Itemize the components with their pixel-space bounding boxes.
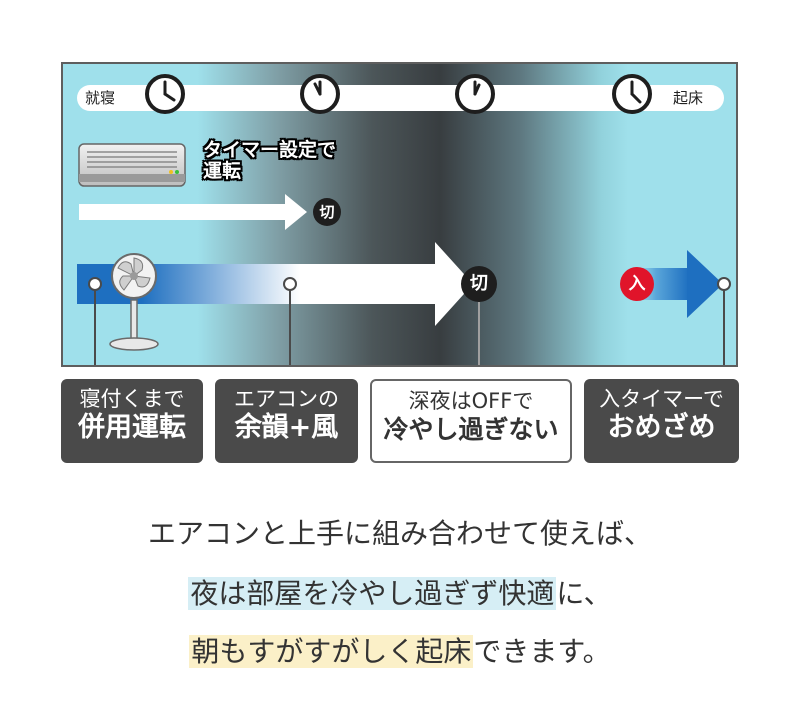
step-box-2-line1: エアコンの — [234, 387, 339, 411]
step-box-4-line2: おめざめ — [607, 412, 716, 443]
clock-icon — [300, 74, 340, 114]
step-box-4-line1: 入タイマーで — [599, 387, 724, 411]
step-box-4: 入タイマーで おめざめ — [584, 379, 739, 463]
step-box-1: 寝付くまで 併用運転 — [61, 379, 203, 463]
caption-line-3-highlight: 朝もすがすがしく起床 — [189, 635, 474, 668]
fan-off-badge: 切 — [461, 266, 497, 302]
step-box-3-line1: 深夜はOFFで — [408, 389, 534, 413]
clock-icon — [145, 74, 185, 114]
caption-line-2-highlight: 夜は部屋を冷やし過ぎず快適 — [188, 577, 557, 610]
bedtime-label: 就寝 — [85, 89, 116, 107]
connector-lines — [88, 277, 731, 365]
caption-line-2-rest: に、 — [556, 577, 612, 610]
clock-icon — [455, 74, 495, 114]
caption-line-1: エアコンと上手に組み合わせて使えば、 — [147, 517, 652, 550]
step-box-1-line1: 寝付くまで — [79, 387, 185, 411]
caption-line-3-rest: できます。 — [473, 635, 611, 668]
step-box-3-line2: 冷やし過ぎない — [383, 415, 559, 444]
ac-run-arrow — [79, 194, 307, 230]
air-conditioner-icon — [78, 143, 186, 187]
scene-graphics — [77, 143, 731, 365]
ac-timer-text: タイマー設定で 運転 — [203, 139, 337, 182]
caption-line-2: 夜は部屋を冷やし過ぎず快適に、 — [0, 574, 800, 614]
night-timeline-scene: 就寝 起床 — [61, 62, 738, 367]
electric-fan-icon — [109, 253, 159, 351]
step-box-3: 深夜はOFFで 冷やし過ぎない — [370, 379, 572, 463]
step-box-2: エアコンの 余韻+風 — [215, 379, 358, 463]
clock-icon — [612, 74, 652, 114]
step-box-1-line2: 併用運転 — [78, 412, 186, 443]
caption-line-3: 朝もすがすがしく起床できます。 — [0, 632, 800, 672]
wakeup-label: 起床 — [673, 89, 704, 107]
step-box-2-line2: 余韻+風 — [234, 412, 339, 443]
fan-on-badge: 入 — [620, 267, 654, 301]
ac-off-badge: 切 — [313, 198, 341, 226]
